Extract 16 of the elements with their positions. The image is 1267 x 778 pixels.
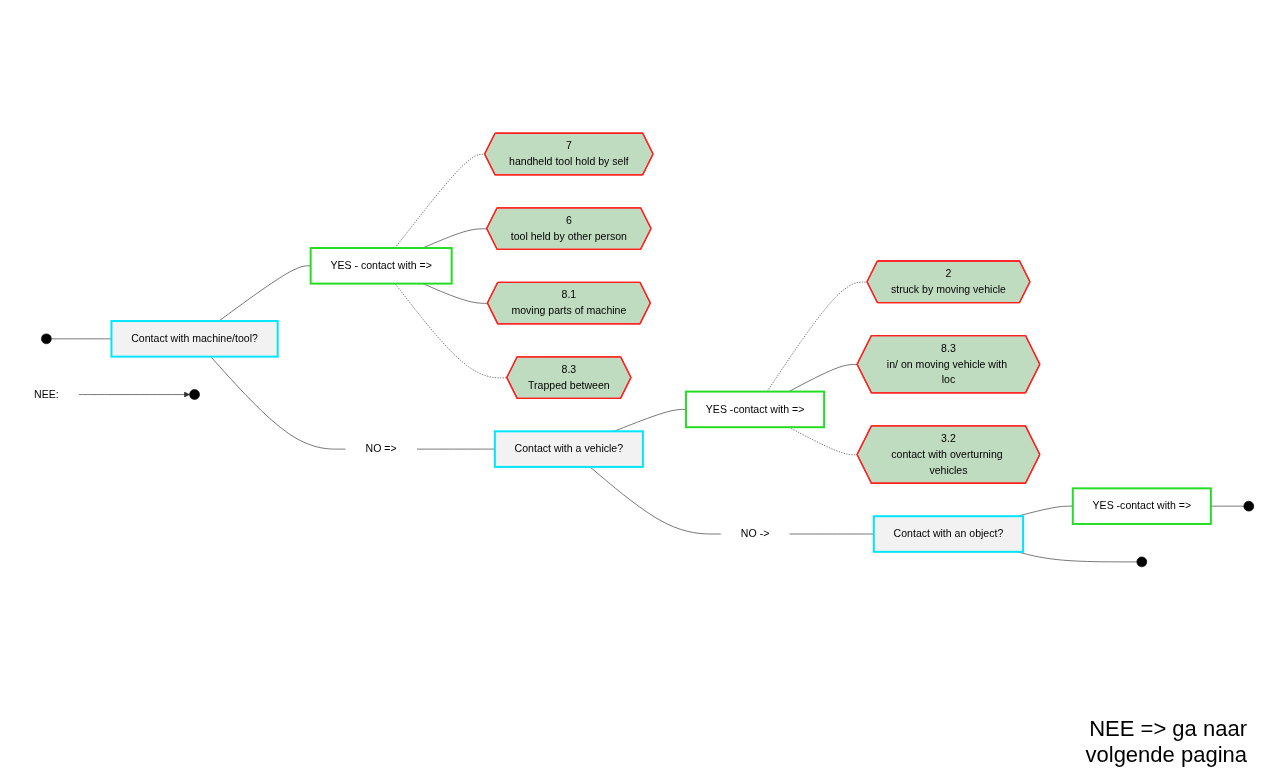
node-box: YES - contact with =>: [309, 246, 453, 285]
node-box: Contact with machine/tool?: [109, 320, 279, 358]
connector: [218, 265, 311, 322]
node-text: NO ->: [740, 528, 769, 540]
note-text: NEE => ga naar volgende pagina: [1084, 716, 1247, 768]
node-box: Contact with a vehicle?: [493, 430, 644, 468]
connector: [394, 283, 507, 379]
node-text: NEE:: [33, 388, 59, 400]
node-box: Contact with an object?: [872, 515, 1024, 553]
node-box: YES -contact with =>: [684, 390, 825, 429]
connector: [209, 356, 346, 450]
node-box: YES -contact with =>: [1071, 487, 1212, 525]
connector: [589, 466, 721, 535]
connector: [1210, 505, 1244, 507]
connector: [394, 153, 485, 249]
node-text: NO =>: [365, 443, 397, 455]
